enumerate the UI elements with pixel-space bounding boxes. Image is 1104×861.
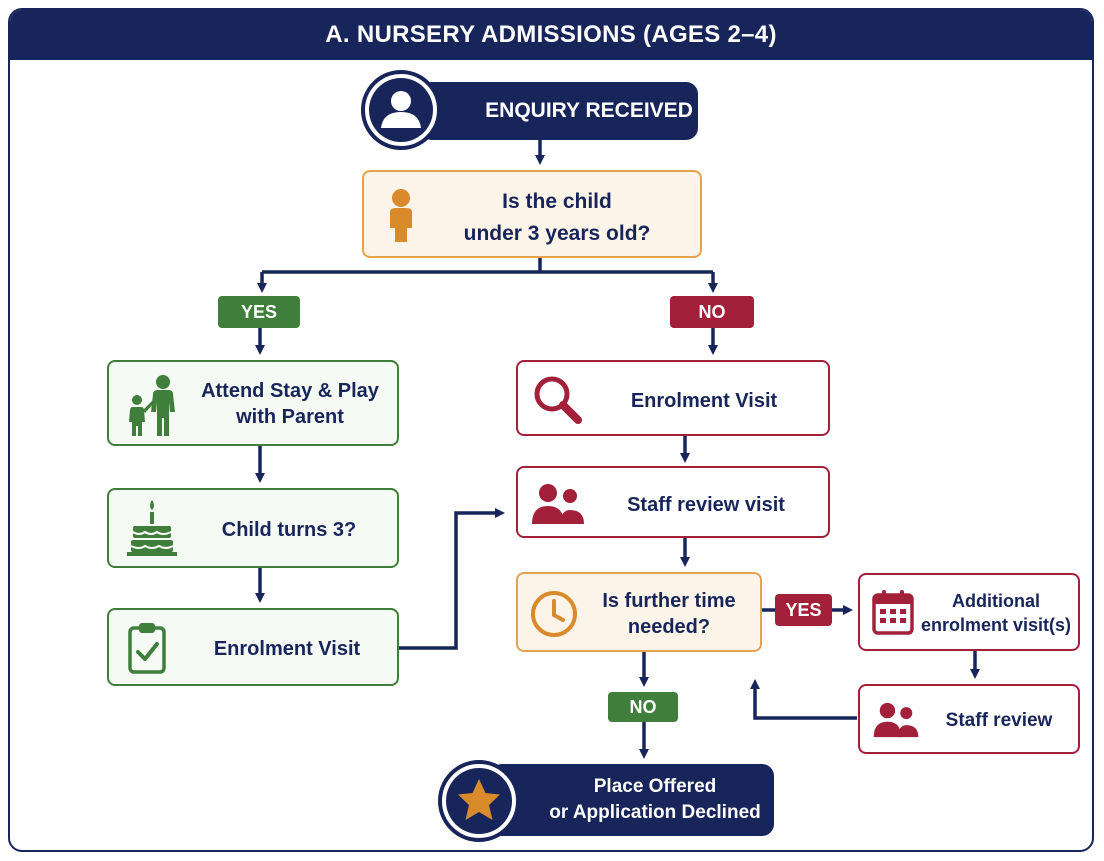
stay-play-line2: with Parent bbox=[236, 406, 344, 428]
additional-visits-line1: Additional bbox=[952, 591, 1040, 611]
no-badge: NO bbox=[670, 296, 754, 328]
calendar-icon bbox=[872, 589, 914, 640]
enquiry-received-label: ENQUIRY RECEIVED bbox=[485, 99, 693, 122]
enrolment-visit-left-label: Enrolment Visit bbox=[213, 638, 361, 660]
cake-icon bbox=[127, 498, 177, 563]
staff-review-visit-node: Staff review visit bbox=[516, 466, 830, 538]
child-turns-3-node: Child turns 3? bbox=[107, 488, 399, 568]
age-question-node: Is the child under 3 years old? bbox=[362, 170, 702, 258]
additional-visits-line2: enrolment visit(s) bbox=[920, 615, 1072, 635]
age-question-line1: Is the child bbox=[502, 190, 612, 213]
further-time-node: Is further time needed? bbox=[516, 572, 762, 652]
child-turns-3-label: Child turns 3? bbox=[221, 519, 357, 541]
clock-icon bbox=[528, 588, 580, 645]
further-time-no-badge: NO bbox=[608, 692, 678, 722]
final-outcome-line2: or Application Declined bbox=[549, 802, 761, 823]
stay-play-node: Attend Stay & Play with Parent bbox=[107, 360, 399, 446]
parent-child-icon bbox=[123, 374, 185, 443]
staff-review-node: Staff review bbox=[858, 684, 1080, 754]
user-icon bbox=[361, 70, 441, 150]
people-icon bbox=[872, 700, 920, 745]
staff-review-visit-label: Staff review visit bbox=[627, 494, 785, 516]
magnifier-icon bbox=[530, 372, 586, 433]
age-question-line2: under 3 years old? bbox=[463, 222, 651, 245]
yes-badge: YES bbox=[218, 296, 300, 328]
star-icon bbox=[438, 760, 520, 842]
further-time-line1: Is further time bbox=[602, 590, 736, 612]
people-icon bbox=[530, 482, 586, 531]
final-outcome-node: Place Offered or Application Declined bbox=[490, 764, 774, 836]
additional-visits-node: Additional enrolment visit(s) bbox=[858, 573, 1080, 651]
further-time-yes-badge: YES bbox=[775, 594, 832, 626]
stay-play-line1: Attend Stay & Play bbox=[201, 380, 379, 402]
child-icon bbox=[386, 188, 416, 247]
staff-review-label: Staff review bbox=[945, 710, 1053, 731]
further-time-line2: needed? bbox=[627, 616, 711, 638]
enrolment-visit-left-node: Enrolment Visit bbox=[107, 608, 399, 686]
flowchart-title: A. NURSERY ADMISSIONS (AGES 2–4) bbox=[10, 10, 1092, 60]
final-outcome-line1: Place Offered bbox=[593, 776, 717, 797]
enquiry-received-node: ENQUIRY RECEIVED bbox=[420, 82, 698, 140]
enrolment-visit-right-label: Enrolment Visit bbox=[630, 390, 778, 412]
enrolment-visit-right-node: Enrolment Visit bbox=[516, 360, 830, 436]
clipboard-check-icon bbox=[127, 620, 167, 681]
